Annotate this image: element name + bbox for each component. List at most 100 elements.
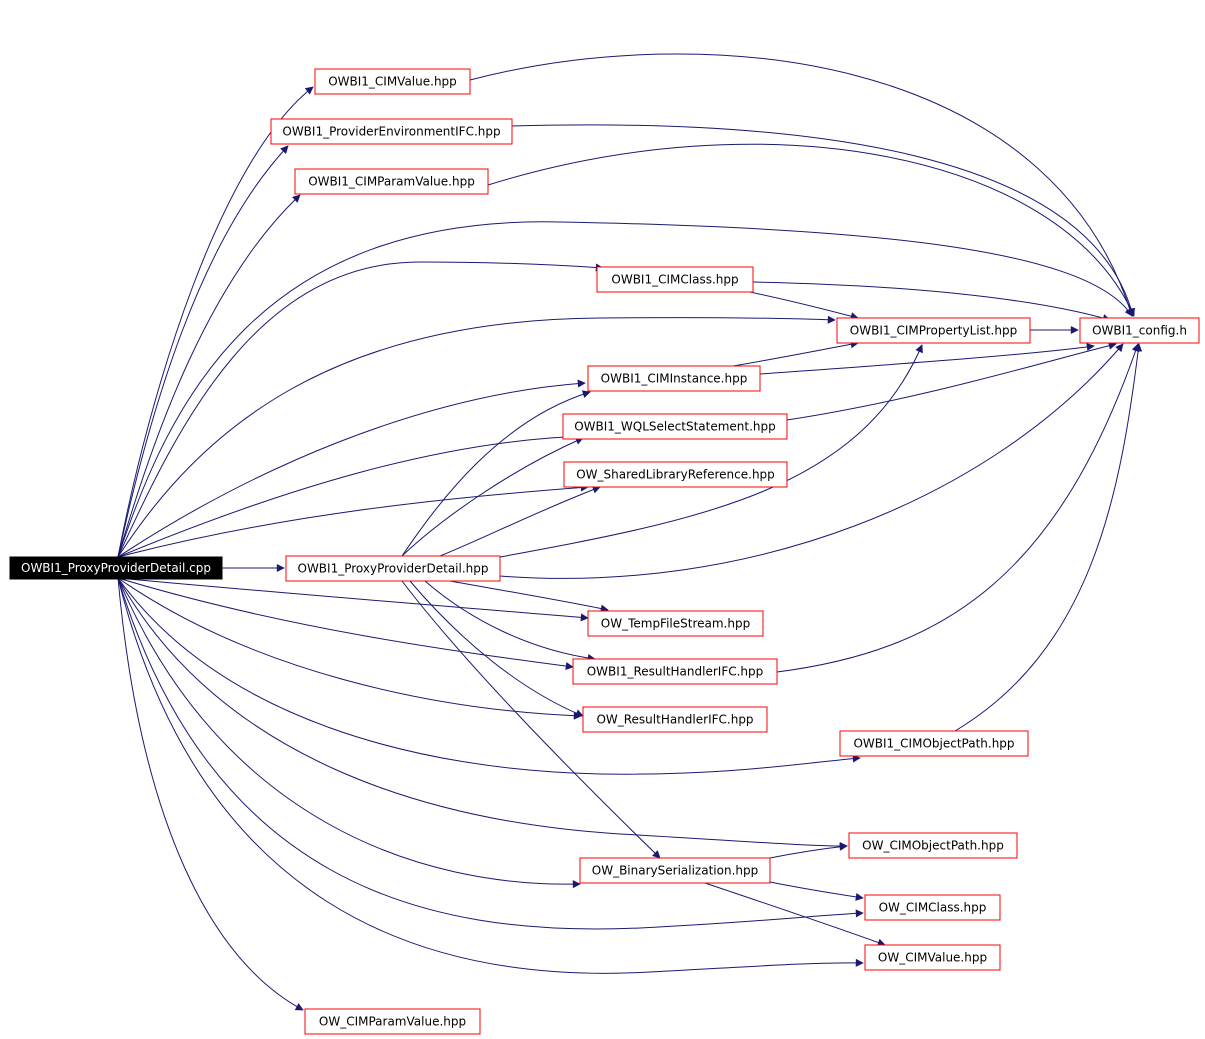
node-cimvalue_bi[interactable]: OWBI1_CIMValue.hpp: [314, 68, 471, 95]
node-box: [864, 894, 1001, 921]
edge-root-to-paramvalue_ow: [117, 577, 304, 1011]
root-node[interactable]: OWBI1_ProxyProviderDetail.cpp: [9, 556, 223, 580]
node-cimclass_bi[interactable]: OWBI1_CIMClass.hpp: [596, 266, 754, 293]
edge-root-to-config: [117, 221, 1133, 558]
edge-root-to-provenv: [117, 145, 289, 558]
node-box: [294, 168, 489, 195]
node-box: [562, 413, 788, 440]
node-box: [285, 555, 501, 582]
node-reshandler_bi[interactable]: OWBI1_ResultHandlerIFC.hpp: [572, 658, 778, 685]
edge-root-to-objpath_ow: [117, 577, 848, 850]
edge-root-to-binser: [117, 577, 581, 889]
edge-root-to-proplist: [117, 315, 836, 558]
edge-root-to-cimvalue_bi: [117, 86, 314, 558]
node-label: OW_CIMObjectPath.hpp: [862, 839, 1004, 853]
edge-proxyhpp-to-tempfile: [449, 580, 609, 613]
edge-proxyhpp-to-reshandler_bi: [424, 580, 596, 662]
edge-reshandler_bi-to-config: [776, 343, 1140, 673]
node-sharedlib[interactable]: OW_SharedLibraryReference.hpp: [563, 461, 788, 488]
edge-proxyhpp-to-binser: [401, 580, 661, 859]
node-label: OWBI1_CIMClass.hpp: [611, 273, 738, 287]
edge-root-to-sharedlib: [117, 483, 589, 558]
root-node-label: OWBI1_ProxyProviderDetail.cpp: [21, 561, 211, 575]
edge-binser-to-cimvalue_ow: [704, 882, 886, 947]
edge-proxyhpp-to-instance: [401, 390, 591, 557]
edge-cimvalue_bi-to-config: [469, 53, 1134, 317]
node-cimvalue_ow[interactable]: OW_CIMValue.hpp: [864, 944, 1001, 971]
node-objpath_bi[interactable]: OWBI1_CIMObjectPath.hpp: [839, 730, 1029, 757]
edge-proxyhpp-to-reshandler_ow: [409, 580, 584, 717]
node-label: OW_CIMParamValue.hpp: [319, 1015, 466, 1029]
edge-cimclass_bi-to-config: [752, 281, 1111, 322]
node-label: OWBI1_CIMValue.hpp: [328, 75, 457, 89]
edge-instance-to-config: [759, 342, 1095, 375]
edge-root-to-cimclass_ow: [117, 577, 864, 930]
node-proplist[interactable]: OWBI1_CIMPropertyList.hpp: [836, 317, 1031, 344]
node-label: OWBI1_CIMInstance.hpp: [601, 372, 748, 386]
node-box: [1079, 317, 1200, 344]
edge-root-to-instance: [117, 379, 586, 558]
node-paramvalue_ow[interactable]: OW_CIMParamValue.hpp: [304, 1008, 481, 1035]
node-reshandler_ow[interactable]: OW_ResultHandlerIFC.hpp: [582, 706, 768, 733]
edge-root-to-reshandler_ow: [117, 577, 582, 720]
edge-root-to-paramvalue_bi: [117, 194, 301, 558]
node-box: [848, 832, 1018, 859]
node-cimclass_ow[interactable]: OW_CIMClass.hpp: [864, 894, 1001, 921]
edge-proxyhpp-to-proplist: [499, 344, 923, 558]
node-label: OWBI1_CIMParamValue.hpp: [308, 175, 475, 189]
node-label: OW_TempFileStream.hpp: [601, 617, 750, 631]
node-tempfile[interactable]: OW_TempFileStream.hpp: [587, 610, 764, 637]
edge-binser-to-cimclass_ow: [769, 881, 864, 901]
node-label: OWBI1_ProxyProviderDetail.hpp: [298, 562, 489, 576]
edge-root-to-tempfile: [117, 577, 589, 622]
node-label: OWBI1_WQLSelectStatement.hpp: [574, 420, 776, 434]
edge-root-to-cimclass_bi: [117, 261, 604, 558]
node-box: [587, 610, 764, 637]
node-paramvalue_bi[interactable]: OWBI1_CIMParamValue.hpp: [294, 168, 489, 195]
node-box: [864, 944, 1001, 971]
node-label: OWBI1_ProviderEnvironmentIFC.hpp: [282, 125, 500, 139]
node-label: OW_BinarySerialization.hpp: [592, 864, 758, 878]
edge-paramvalue_bi-to-config: [487, 143, 1135, 317]
node-box: [563, 461, 788, 488]
node-box: [839, 730, 1029, 757]
edge-root-to-cimvalue_ow: [117, 577, 864, 974]
node-layer: OWBI1_ProxyProviderDetail.cpp OWBI1_CIMVa…: [9, 68, 1200, 1035]
edge-root-to-objpath_bi: [117, 577, 861, 775]
node-box: [579, 857, 771, 884]
node-box: [270, 118, 513, 145]
node-label: OWBI1_CIMObjectPath.hpp: [853, 737, 1014, 751]
node-box: [572, 658, 778, 685]
edge-instance-to-proplist: [732, 340, 859, 367]
node-label: OWBI1_ResultHandlerIFC.hpp: [587, 665, 764, 679]
edge-cimclass_bi-to-proplist: [739, 289, 859, 321]
edge-proxyhpp-to-config: [499, 343, 1124, 579]
node-box: [587, 365, 761, 392]
edge-proxyhpp-to-sharedlib: [439, 485, 601, 557]
node-label: OW_ResultHandlerIFC.hpp: [596, 713, 753, 727]
node-provenv[interactable]: OWBI1_ProviderEnvironmentIFC.hpp: [270, 118, 513, 145]
edge-provenv-to-config: [511, 124, 1136, 317]
node-binser[interactable]: OW_BinarySerialization.hpp: [579, 857, 771, 884]
node-box: [304, 1008, 481, 1035]
node-box: [836, 317, 1031, 344]
node-label: OWBI1_CIMPropertyList.hpp: [850, 324, 1017, 338]
node-box: [582, 706, 768, 733]
root-node-box: [9, 556, 223, 580]
node-label: OW_SharedLibraryReference.hpp: [576, 468, 775, 482]
node-objpath_ow[interactable]: OW_CIMObjectPath.hpp: [848, 832, 1018, 859]
node-instance[interactable]: OWBI1_CIMInstance.hpp: [587, 365, 761, 392]
node-box: [596, 266, 754, 293]
node-box: [314, 68, 471, 95]
node-label: OWBI1_config.h: [1092, 324, 1187, 338]
node-config[interactable]: OWBI1_config.h: [1079, 317, 1200, 344]
edge-root-to-wql: [117, 432, 589, 558]
edge-binser-to-objpath_ow: [769, 842, 848, 859]
node-proxyhpp[interactable]: OWBI1_ProxyProviderDetail.hpp: [285, 555, 501, 582]
node-wql[interactable]: OWBI1_WQLSelectStatement.hpp: [562, 413, 788, 440]
node-label: OW_CIMClass.hpp: [879, 901, 987, 915]
node-label: OW_CIMValue.hpp: [878, 951, 987, 965]
edge-layer: [117, 53, 1143, 1011]
edge-root-to-reshandler_bi: [117, 577, 574, 671]
